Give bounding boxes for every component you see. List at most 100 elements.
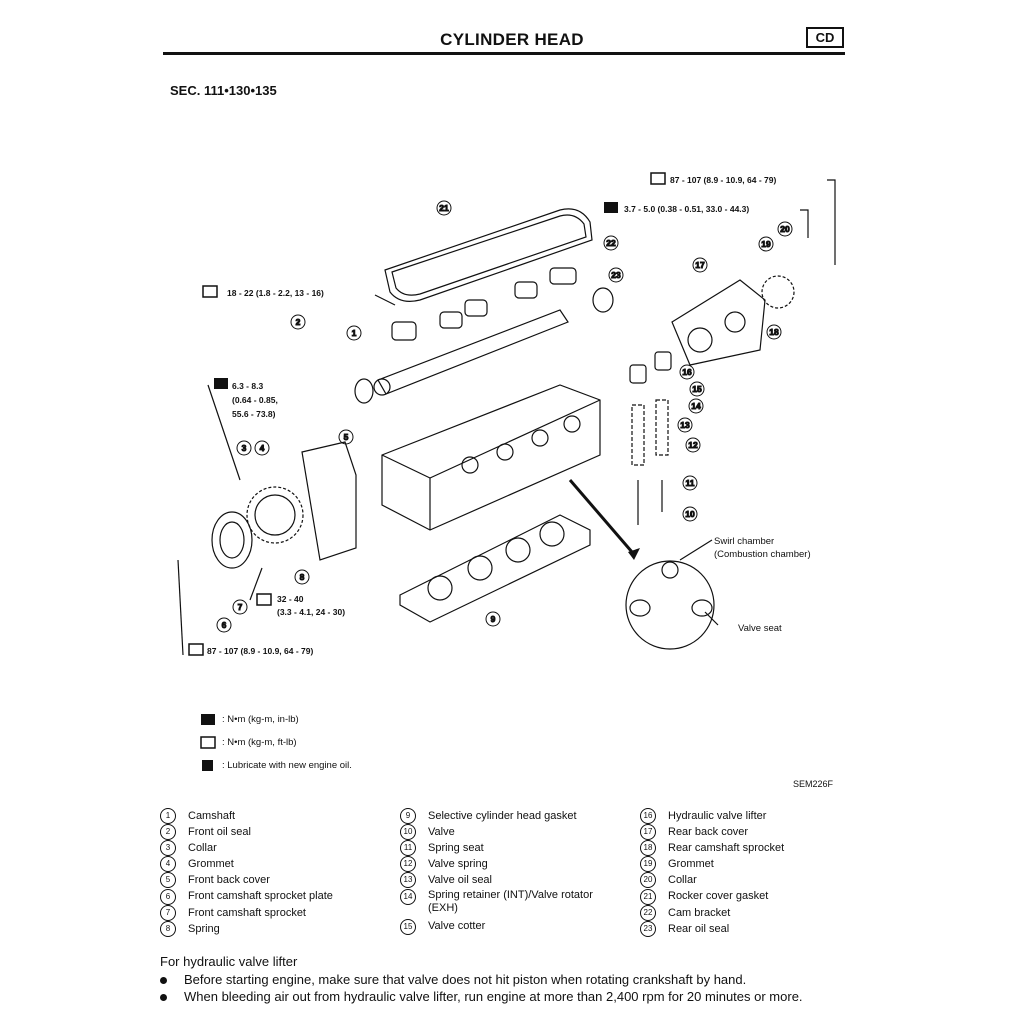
part-callout-number: 21 bbox=[439, 203, 449, 213]
part-number-badge: 8 bbox=[160, 920, 176, 937]
part-callout-bubble bbox=[692, 257, 708, 273]
combustion-chamber-label: (Combustion chamber) bbox=[714, 549, 811, 560]
part-number-badge: 9 bbox=[400, 808, 416, 825]
part-number-badge: 19 bbox=[640, 856, 656, 873]
cylinder-head-gasket-shape bbox=[399, 514, 591, 623]
rocker-cover-gasket-shape bbox=[384, 208, 593, 302]
part-callout-bubble bbox=[290, 314, 306, 330]
part-name: Valve cotter bbox=[428, 920, 486, 933]
bullet-icon bbox=[160, 977, 167, 984]
rear-oil-seal-shape bbox=[592, 287, 614, 313]
part-callout-bubble bbox=[216, 617, 232, 633]
part-callout-bubble bbox=[338, 429, 354, 445]
front-oil-seal-shape bbox=[354, 378, 374, 404]
part-callout-bubble bbox=[689, 381, 705, 397]
part-callout-bubble bbox=[679, 364, 695, 380]
valve-seat-label: Valve seat bbox=[738, 623, 782, 634]
part-callout-number: 2 bbox=[296, 317, 301, 327]
part-name: Front back cover bbox=[188, 874, 270, 887]
part-callout-number: 1 bbox=[352, 328, 357, 338]
front-back-cover-shape bbox=[301, 441, 357, 561]
cylinder-head-exploded-diagram: 87 - 107 (8.9 - 10.9, 64 - 79) 3.7 - 5.0… bbox=[177, 172, 836, 656]
legend-row-torque-ftlb: : N•m (kg-m, ft-lb) bbox=[200, 736, 297, 750]
part-callout-number: 15 bbox=[692, 384, 702, 394]
part-callout-number: 4 bbox=[260, 443, 265, 453]
part-callout-bubble bbox=[777, 221, 793, 237]
part-name: Front camshaft sprocket plate bbox=[188, 890, 333, 903]
section-reference: SEC. 111•130•135 bbox=[170, 83, 277, 98]
part-name: Grommet bbox=[668, 858, 714, 871]
part-callout-number: 5 bbox=[344, 432, 349, 442]
notes-heading: For hydraulic valve lifter bbox=[160, 954, 298, 969]
notes-section: For hydraulic valve lifter Before starti… bbox=[160, 954, 850, 1006]
bullet-icon bbox=[160, 994, 167, 1001]
part-name: Grommet bbox=[188, 858, 234, 871]
parts-list-item: 9 Selective cylinder head gasket bbox=[400, 808, 618, 825]
cylinder-head-block-shape bbox=[381, 384, 601, 531]
swirl-chamber-label: Swirl chamber bbox=[714, 536, 774, 547]
oil-can-icon bbox=[200, 759, 216, 772]
part-number-badge: 14 bbox=[400, 888, 416, 905]
part-name: Front camshaft sprocket bbox=[188, 906, 306, 919]
part-name: Front oil seal bbox=[188, 826, 251, 839]
parts-list-item: 3 Collar bbox=[160, 840, 333, 857]
part-name: Rocker cover gasket bbox=[668, 890, 769, 903]
part-name: Hydraulic valve lifter bbox=[668, 810, 767, 823]
part-name: Collar bbox=[188, 842, 217, 855]
part-callout-bubble bbox=[688, 398, 704, 414]
part-callout-bubble bbox=[254, 440, 270, 456]
part-callout-number: 13 bbox=[680, 420, 690, 430]
part-callout-bubble bbox=[346, 325, 362, 341]
part-number-badge: 3 bbox=[160, 840, 176, 857]
legend-row-torque-inlb: : N•m (kg-m, in-lb) bbox=[200, 713, 299, 727]
part-callout-bubble bbox=[682, 475, 698, 491]
legend-row-oil: : Lubricate with new engine oil. bbox=[200, 759, 352, 773]
part-name: Cam bracket bbox=[668, 906, 731, 919]
part-name: Selective cylinder head gasket bbox=[428, 810, 577, 823]
torque-callout-front-cover-l3: 55.6 - 73.8) bbox=[232, 409, 276, 419]
torque-wrench-inlb-icon bbox=[200, 713, 216, 726]
section-code-box: CD bbox=[806, 27, 844, 48]
torque-callout-rocker-bolt: 87 - 107 (8.9 - 10.9, 64 - 79) bbox=[670, 175, 776, 185]
part-callout-bubble bbox=[677, 417, 693, 433]
part-callout-number: 3 bbox=[242, 443, 247, 453]
part-callout-bubble bbox=[485, 611, 501, 627]
part-callout-bubble bbox=[685, 437, 701, 453]
part-number-badge: 11 bbox=[400, 840, 416, 857]
page-title: CYLINDER HEAD bbox=[440, 30, 584, 49]
part-callout-bubble bbox=[608, 267, 624, 283]
part-number-badge: 5 bbox=[160, 872, 176, 889]
part-number-badge: 21 bbox=[640, 888, 656, 905]
part-callout-number: 8 bbox=[300, 572, 305, 582]
torque-callout-front-cover-l2: (0.64 - 0.85, bbox=[232, 395, 278, 405]
part-callout-number: 7 bbox=[238, 602, 243, 612]
part-callout-number: 14 bbox=[691, 401, 701, 411]
part-number-badge: 17 bbox=[640, 824, 656, 841]
parts-list-item: 19 Grommet bbox=[640, 856, 784, 873]
torque-callout-rear-cover: 3.7 - 5.0 (0.38 - 0.51, 33.0 - 44.3) bbox=[624, 204, 749, 214]
part-callout-number: 19 bbox=[761, 239, 771, 249]
part-callout-number: 17 bbox=[695, 260, 705, 270]
part-callout-bubble bbox=[758, 236, 774, 252]
part-callout-number: 18 bbox=[769, 327, 779, 337]
part-number-badge: 6 bbox=[160, 888, 176, 905]
note-item: Before starting engine, make sure that v… bbox=[160, 972, 850, 988]
part-number-badge: 18 bbox=[640, 840, 656, 857]
rear-back-cover-shape bbox=[671, 279, 766, 366]
